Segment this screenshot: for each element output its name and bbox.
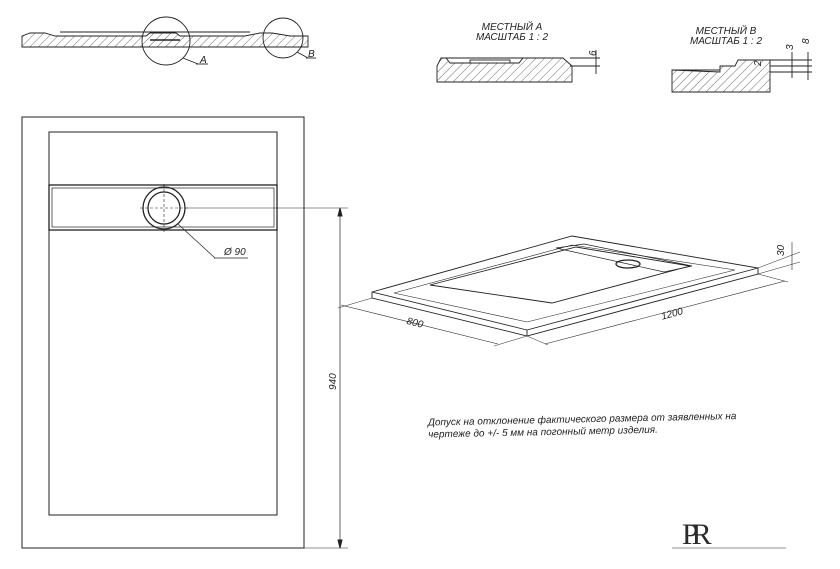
thickness-30-label: 30 [776,244,787,256]
tray-inner-surface [48,131,278,516]
callout-circle-a [141,16,191,66]
company-logo: PR [682,518,712,551]
detail-b-title-2: МАСШТАБ 1 : 2 [689,36,763,47]
tray-outline [21,116,305,549]
cross-section [21,16,316,66]
callout-circle-b [262,17,304,59]
detail-b-dim-3: 3 [785,44,796,50]
detail-a-title-2: МАСШТАБ 1 : 2 [475,32,549,43]
drain-diameter-label: Ø 90 [224,247,246,258]
detail-a-dim-6: 6 [588,50,599,56]
detail-a-title-1: МЕСТНЫЙ А [481,22,543,33]
detail-b-dim-2: 2 [753,60,764,66]
detail-a-section [436,50,600,83]
detail-b-section [671,52,812,93]
iso-inner-surface [429,246,691,304]
callout-label-a: A [200,55,207,66]
detail-b-title-1: МЕСТНЫЙ В [695,26,757,37]
drain-outer-circle [142,186,186,230]
plan-view [21,116,348,549]
iso-drain [615,259,641,269]
iso-drain-channel [555,243,693,273]
drain-channel [48,184,278,231]
detail-b-dim-8: 8 [801,38,812,44]
isometric-view [337,235,801,347]
callout-label-b: B [308,49,315,60]
height-940-label: 940 [328,373,339,390]
iso-tray-outline [371,235,759,337]
